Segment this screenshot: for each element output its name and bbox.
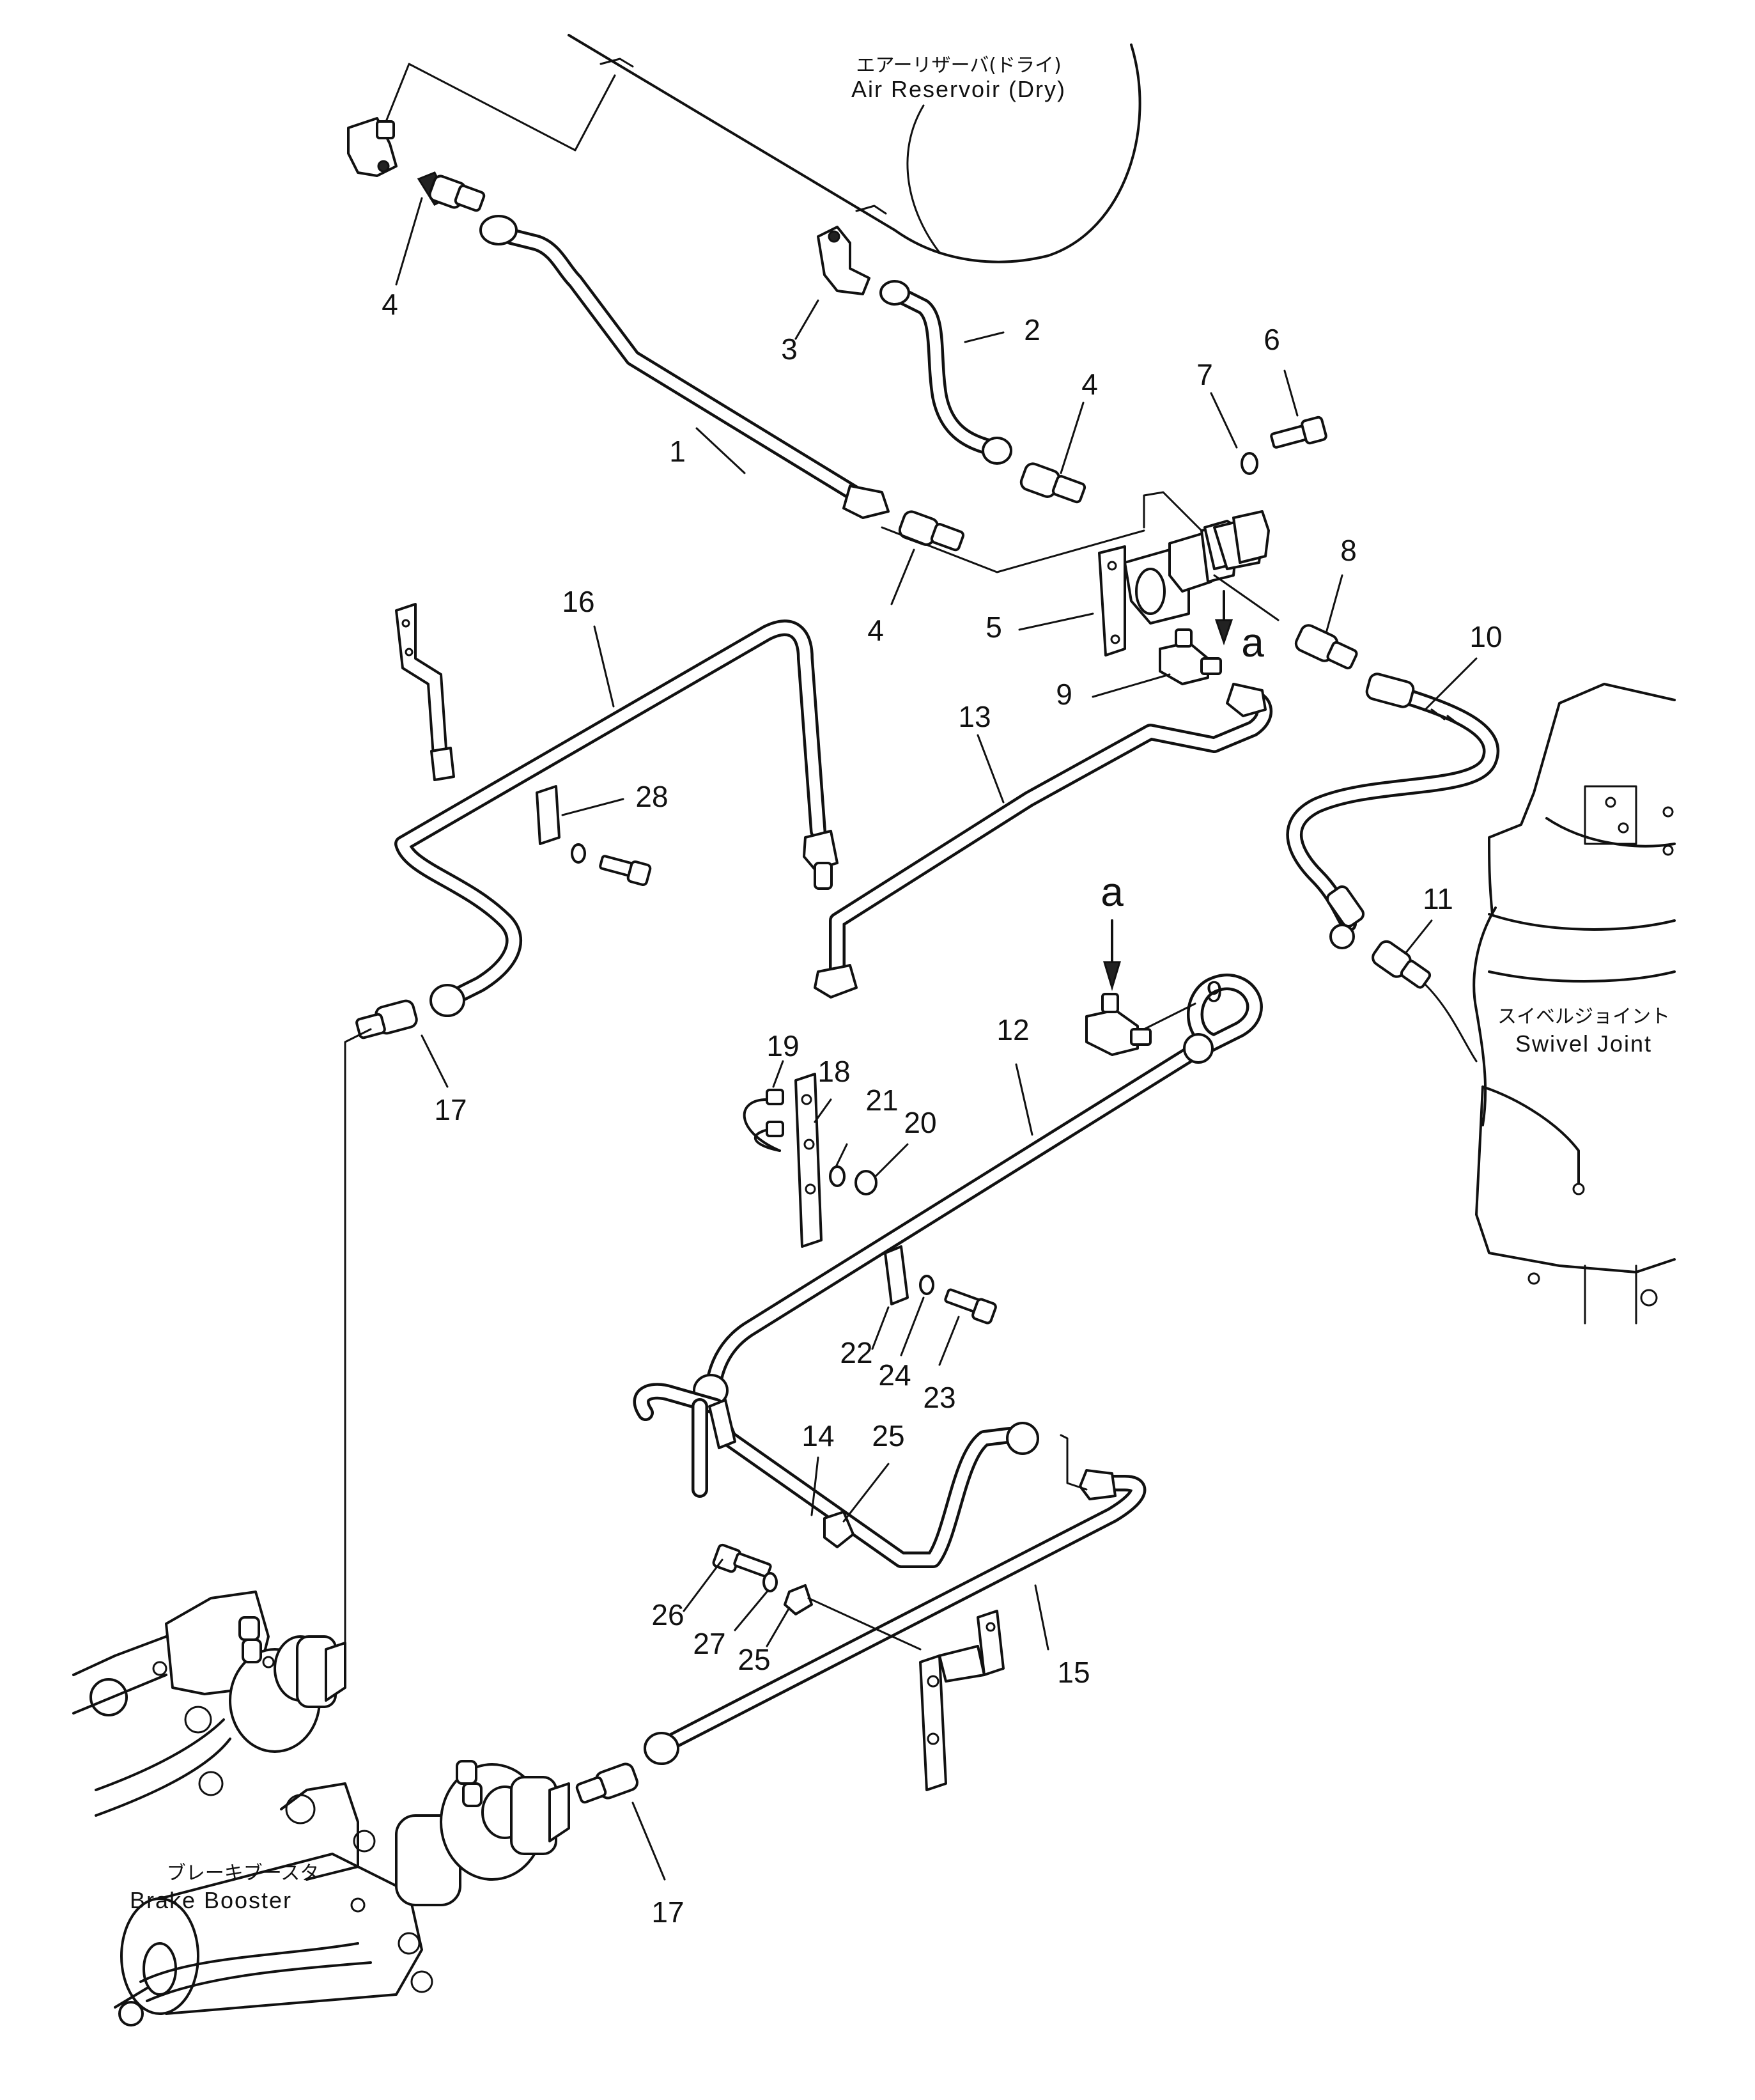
callout-1: 1 [669, 435, 686, 468]
reservoir-caption-jp: エアーリザーバ(ドライ) [856, 54, 1061, 77]
bolt-26 [712, 1543, 772, 1578]
swivel-caption-en: Swivel Joint [1515, 1031, 1652, 1057]
bolt-23 [944, 1288, 997, 1325]
leader-lines [395, 197, 1478, 1881]
washer-28 [571, 843, 586, 864]
callout-13: 13 [958, 700, 991, 733]
callout-8: 8 [1340, 534, 1357, 567]
callout-21: 21 [865, 1084, 898, 1117]
callout-23: 23 [923, 1381, 955, 1414]
washer-27 [762, 1572, 778, 1592]
booster-caption: ブレーキブースタ Brake Booster [130, 1862, 319, 1913]
clip-28 [536, 785, 561, 845]
callout-14: 14 [801, 1419, 834, 1452]
washer-21 [829, 1165, 846, 1187]
callout-11: 11 [1423, 882, 1453, 915]
plate-18 [794, 1073, 823, 1248]
brake-booster-upper [72, 1591, 346, 1817]
ubolt-19 [743, 1089, 784, 1152]
callout-16: 16 [562, 585, 594, 618]
brake-booster-lower [114, 1760, 570, 2026]
tee-fitting-9-upper [1159, 628, 1222, 685]
swivel-joint [1473, 683, 1676, 1325]
booster-caption-en: Brake Booster [130, 1887, 292, 1913]
callout-20: 20 [904, 1106, 936, 1139]
fitting-11 [1372, 940, 1478, 1062]
swivel-caption-jp: スイベルジョイント [1497, 1006, 1670, 1028]
pipe-2 [879, 280, 1012, 465]
view-label-a-lower: a [1101, 869, 1124, 915]
connector-4-top [417, 171, 486, 212]
view-label-a-upper: a [1241, 619, 1264, 665]
callout-18: 18 [817, 1055, 850, 1088]
washer-7 [1241, 452, 1258, 475]
tee-fitting-9-lower [1085, 993, 1152, 1056]
reservoir-caption: エアーリザーバ(ドライ) Air Reservoir (Dry) [851, 54, 1066, 102]
pipe-13 [814, 683, 1273, 999]
callout-7: 7 [1196, 358, 1213, 391]
callout-17-a: 17 [434, 1093, 467, 1126]
reservoir-caption-en: Air Reservoir (Dry) [851, 76, 1066, 102]
bolt-28 [599, 855, 652, 886]
clamp-25-upper [823, 1511, 854, 1548]
callout-12: 12 [996, 1013, 1029, 1046]
callout-19: 19 [766, 1029, 799, 1062]
callout-17-b: 17 [651, 1895, 684, 1929]
clamp-25-lower [784, 1584, 922, 1651]
callout-5: 5 [986, 611, 1002, 644]
pipe-14 [633, 1383, 1039, 1568]
bracket-right [919, 1610, 1005, 1791]
callout-22: 22 [840, 1336, 872, 1369]
elbow-3 [817, 226, 870, 295]
nut-20 [854, 1170, 878, 1195]
callout-9-b: 9 [1206, 975, 1223, 1008]
pipe-1 [479, 215, 890, 519]
washer-24 [919, 1275, 934, 1295]
pipe-15 [644, 1434, 1147, 1765]
callout-6: 6 [1264, 323, 1280, 356]
pipe-10-hose [1286, 673, 1499, 949]
fitting-17-lower [575, 1762, 638, 1804]
arrow-a-lower [1102, 919, 1122, 992]
callout-4-a: 4 [382, 288, 398, 321]
booster-caption-jp: ブレーキブースタ [167, 1862, 320, 1885]
callout-3: 3 [781, 332, 798, 366]
callout-9-a: 9 [1056, 678, 1072, 711]
arrow-a-upper [1214, 590, 1233, 646]
callout-10: 10 [1469, 620, 1502, 653]
bracket-left [395, 603, 455, 781]
callout-2: 2 [1024, 313, 1040, 346]
bolt-6 [1270, 416, 1327, 449]
callout-27: 27 [693, 1627, 725, 1660]
callout-24: 24 [878, 1358, 911, 1392]
callout-4-b: 4 [1081, 368, 1098, 401]
callout-25-b: 25 [738, 1643, 770, 1676]
callout-28: 28 [635, 780, 668, 813]
connector-4-mid-left [898, 510, 965, 552]
callout-25-a: 25 [872, 1419, 904, 1452]
callout-26: 26 [651, 1598, 684, 1631]
callout-4-c: 4 [867, 614, 884, 647]
swivel-caption: スイベルジョイント Swivel Joint [1497, 1006, 1670, 1057]
connector-4-mid-right [1019, 462, 1086, 504]
air-reservoir [382, 34, 1141, 263]
pipe-16 [394, 619, 839, 1017]
valve-block-5 [881, 491, 1280, 657]
callout-labels: 1 2 3 4 4 4 5 6 7 8 9 9 10 11 12 13 14 1… [382, 288, 1502, 1929]
clip-22 [884, 1245, 909, 1305]
elbow-fitting-top-left [347, 117, 398, 177]
fitting-17-upper [344, 999, 418, 1676]
fitting-8 [1294, 624, 1358, 670]
callout-15: 15 [1057, 1656, 1090, 1689]
pipe-12 [693, 974, 1263, 1407]
